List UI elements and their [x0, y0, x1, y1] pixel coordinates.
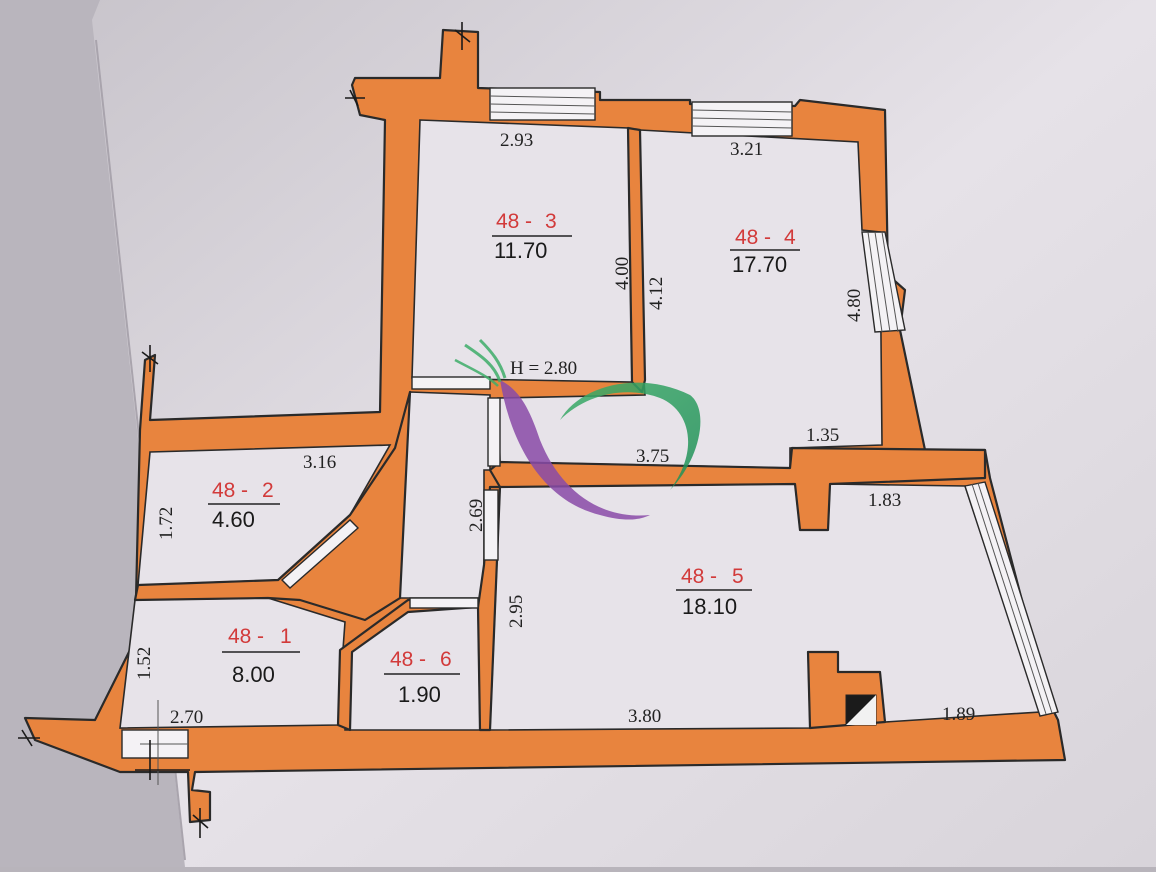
room-6-area: 1.90	[398, 682, 441, 707]
window-r3	[489, 87, 596, 121]
room-2-number: 2	[262, 479, 274, 502]
room-3-code: 48	[496, 210, 519, 233]
ceiling-height-label: H = 2.80	[510, 358, 577, 379]
doorway-r2	[280, 519, 360, 589]
room-3-number: 3	[545, 210, 557, 233]
room-1-sep: -	[257, 625, 264, 648]
room-5-area: 18.10	[682, 594, 737, 619]
doorway-r4	[487, 397, 501, 467]
dimension-labels: 2.93 3.21 4.00 4.12 4.80 1.35 3.75 3.16 …	[134, 130, 975, 728]
watermark-logo	[454, 338, 701, 520]
room-1-area: 8.00	[232, 662, 275, 687]
entrance-door	[121, 700, 189, 785]
room-1-label: 48 - 1 8.00	[222, 625, 300, 687]
room-1-number: 1	[280, 625, 292, 648]
dim-r4-right: 4.80	[844, 289, 865, 322]
dim-r3-right: 4.00	[612, 257, 633, 290]
dim-r1-bottom: 2.70	[170, 707, 203, 728]
room-5-number: 5	[732, 565, 744, 588]
dim-r5-top-right: 1.83	[868, 490, 901, 511]
room-5-label: 48 - 5 18.10	[676, 565, 752, 619]
room-2-code: 48	[212, 479, 235, 502]
room-5-code: 48	[681, 565, 704, 588]
ventilation-shaft-mark	[846, 695, 876, 725]
room-4-label: 48 - 4 17.70	[730, 226, 800, 277]
dim-r4-left: 4.12	[646, 277, 667, 310]
window-r4-top	[691, 101, 793, 137]
window-r4-right	[861, 231, 906, 333]
room-1-code: 48	[228, 625, 251, 648]
dim-r4-bottom: 3.75	[636, 446, 669, 467]
room-6-code: 48	[390, 648, 413, 671]
room-6-number: 6	[440, 648, 452, 671]
room-5-sep: -	[710, 565, 717, 588]
dim-corridor: 2.69	[466, 499, 487, 532]
room-4-code: 48	[735, 226, 758, 249]
doorway-r5	[483, 489, 499, 561]
room-4-number: 4	[784, 226, 796, 249]
dim-r5-bottom: 3.80	[628, 706, 661, 727]
axis-markers	[18, 22, 471, 838]
dim-r2-top: 3.16	[303, 452, 336, 473]
dim-r4-bottom-right: 1.35	[806, 425, 839, 446]
doorway-r6	[409, 597, 479, 609]
room-labels: 48 - 3 11.70 48 - 4 17.70 48 - 2 4.60 48…	[208, 210, 800, 707]
room-5-floor	[489, 483, 1042, 731]
wall-r2-r1	[133, 390, 412, 622]
dim-r5-bottom-right: 1.89	[942, 704, 975, 725]
room-2-area: 4.60	[212, 507, 255, 532]
dim-r3-top: 2.93	[500, 130, 533, 151]
dim-r1-left: 1.52	[134, 647, 155, 680]
room-3-label: 48 - 3 11.70	[492, 210, 572, 263]
dim-r2-left: 1.72	[156, 507, 177, 540]
room-2-label: 48 - 2 4.60	[208, 479, 280, 532]
windows	[121, 87, 1059, 785]
doorway-r3	[411, 376, 491, 390]
room-4-area: 17.70	[732, 252, 787, 277]
wall-r4-r5	[488, 446, 987, 532]
room-3-area: 11.70	[494, 238, 547, 263]
window-r5-right	[964, 481, 1059, 717]
room-6-label: 48 - 6 1.90	[384, 648, 460, 707]
room-6-sep: -	[419, 648, 426, 671]
room-2-sep: -	[241, 479, 248, 502]
dim-r4-top: 3.21	[730, 139, 763, 160]
room-4-sep: -	[764, 226, 771, 249]
dim-r5-left: 2.95	[506, 595, 527, 628]
room-3-sep: -	[525, 210, 532, 233]
